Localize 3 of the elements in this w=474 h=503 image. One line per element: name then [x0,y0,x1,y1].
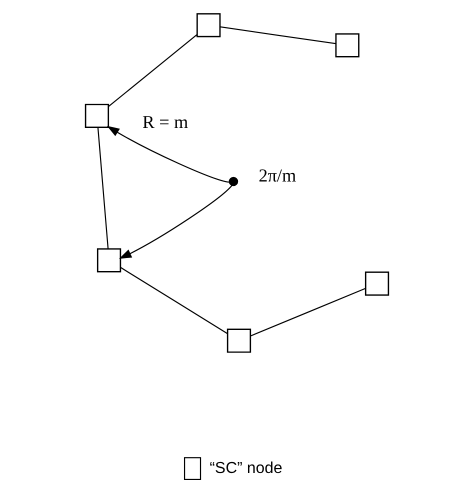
legend-label: “SC” node [210,459,282,476]
label: 2π/m [258,164,296,185]
edge-label: R = m [142,111,188,132]
